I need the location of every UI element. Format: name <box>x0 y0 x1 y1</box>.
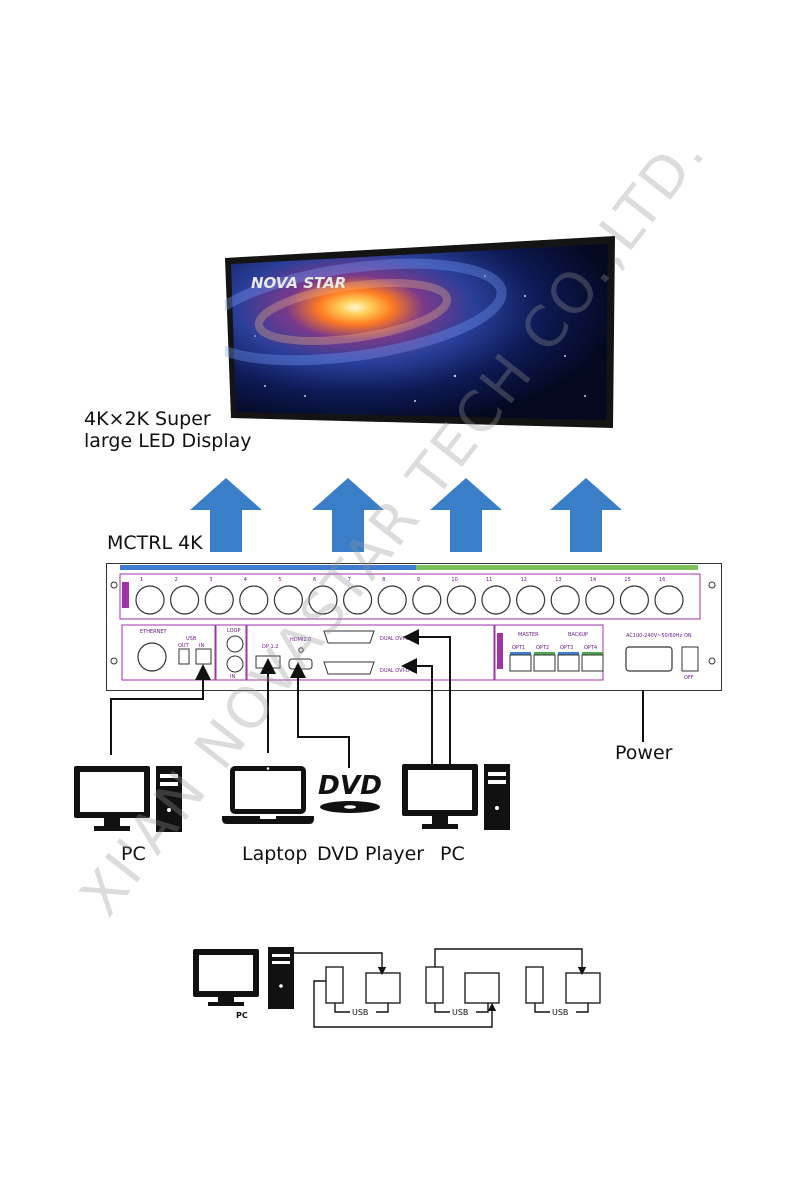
cascade-box-2a <box>426 967 443 1003</box>
svg-text:DVD: DVD <box>318 771 382 801</box>
cascade-box-1a <box>326 967 343 1003</box>
laptop-label: Laptop <box>242 843 307 865</box>
cascade-pc-label: PC <box>236 1011 248 1020</box>
pc-right-icon <box>400 762 512 832</box>
cascade-diagram: PC USB USB USB <box>190 940 610 1040</box>
cascade-box-1b <box>366 973 400 1003</box>
power-label: Power <box>615 742 672 764</box>
cascade-box-3a <box>526 967 543 1003</box>
dvd-player-label: DVD Player <box>317 843 424 865</box>
cascade-usb-label: USB <box>352 1008 368 1017</box>
dvd-logo-icon: DVD <box>316 768 386 818</box>
cascade-usb-label: USB <box>452 1008 468 1017</box>
cascade-usb-label: USB <box>552 1008 568 1017</box>
cascade-pc-icon <box>193 947 294 1009</box>
pc-right-label: PC <box>440 843 465 865</box>
cascade-box-3b <box>566 973 600 1003</box>
cascade-box-2b <box>465 973 499 1003</box>
